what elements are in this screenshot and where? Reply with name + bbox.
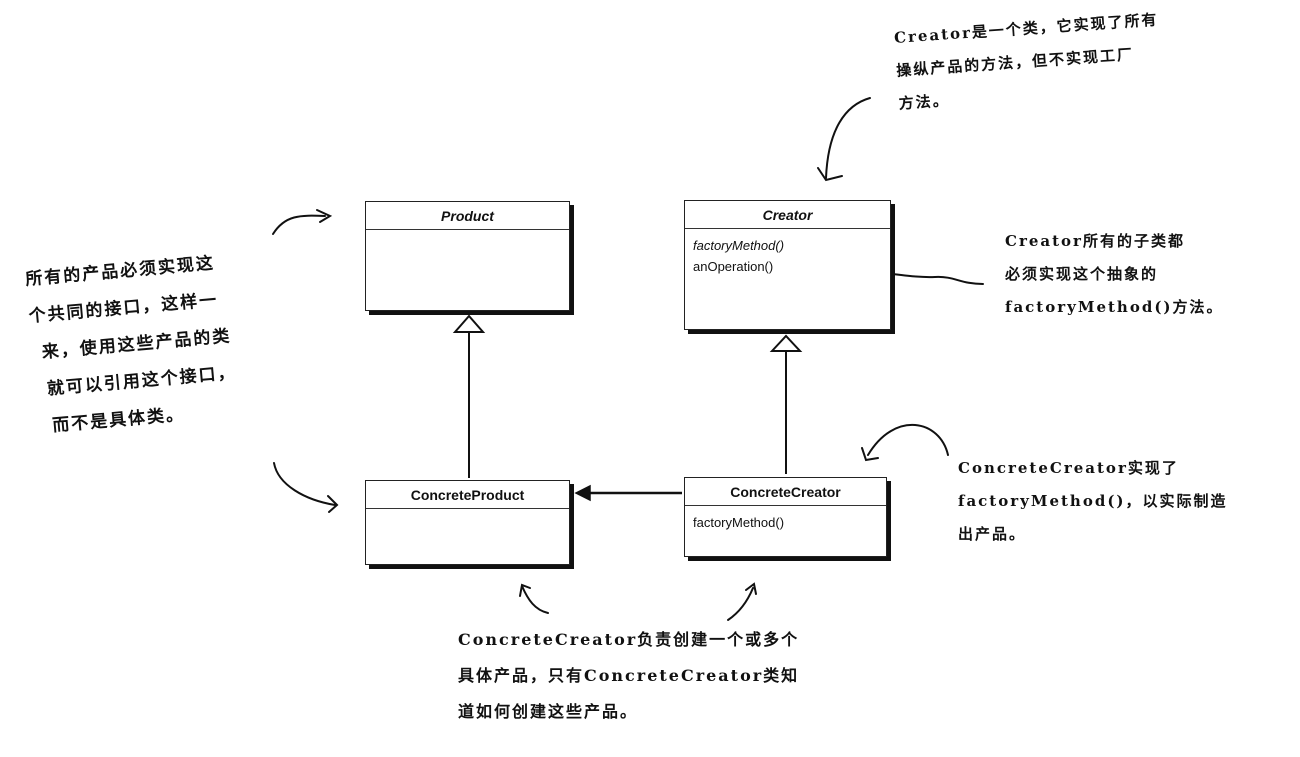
operation-factory-method: factoryMethod() bbox=[693, 515, 785, 530]
note-line: factoryMethod()，以实际制造 bbox=[958, 492, 1228, 510]
class-concrete-creator-body: factoryMethod() bbox=[685, 506, 886, 539]
dependency-arrow bbox=[574, 484, 682, 502]
class-concrete-creator: ConcreteCreator factoryMethod() bbox=[684, 477, 887, 557]
note-bottom: ConcreteCreator负责创建一个或多个 具体产品，只有Concrete… bbox=[458, 622, 799, 730]
class-concrete-product-name: ConcreteProduct bbox=[366, 481, 569, 509]
note-creator: Creator是一个类，它实现了所有 操纵产品的方法，但不实现工厂 方法。 bbox=[893, 4, 1164, 121]
class-creator-name: Creator bbox=[685, 201, 890, 229]
class-product-body bbox=[366, 230, 569, 242]
annotation-arrow-concrete-product bbox=[273, 462, 339, 513]
class-concrete-creator-name: ConcreteCreator bbox=[685, 478, 886, 506]
note-line: ConcreteCreator负责创建一个或多个 bbox=[458, 630, 800, 649]
inheritance-arrow-product bbox=[452, 314, 486, 478]
inheritance-arrow-creator bbox=[769, 334, 803, 474]
note-line: ConcreteCreator实现了 bbox=[958, 459, 1179, 477]
class-concrete-product-body bbox=[366, 509, 569, 521]
note-line: factoryMethod()方法。 bbox=[1005, 298, 1224, 316]
class-creator: Creator factoryMethod() anOperation() bbox=[684, 200, 891, 330]
note-line: 必须实现这个抽象的 bbox=[1005, 265, 1159, 283]
note-line: Creator所有的子类都 bbox=[1005, 232, 1185, 250]
note-line: 出产品。 bbox=[958, 525, 1027, 543]
class-product-name: Product bbox=[366, 202, 569, 230]
annotation-arrow-bottom-left bbox=[519, 583, 549, 614]
operation-an-operation: anOperation() bbox=[693, 259, 774, 274]
note-line: 具体产品，只有ConcreteCreator类知 bbox=[458, 666, 800, 685]
note-concrete-creator: ConcreteCreator实现了 factoryMethod()，以实际制造… bbox=[958, 452, 1228, 551]
note-line: 道如何创建这些产品。 bbox=[458, 702, 639, 721]
annotation-arrow-creator bbox=[817, 97, 871, 182]
annotation-arrow-concrete-creator bbox=[861, 424, 949, 462]
class-concrete-product: ConcreteProduct bbox=[365, 480, 570, 565]
annotation-arrow-product bbox=[272, 209, 333, 235]
note-product: 所有的产品必须实现这 个共同的接口，这样一 来，使用这些产品的类 就可以引用这个… bbox=[24, 244, 241, 446]
note-factory-method: Creator所有的子类都 必须实现这个抽象的 factoryMethod()方… bbox=[1005, 225, 1224, 324]
operation-factory-method: factoryMethod() bbox=[693, 238, 785, 253]
annotation-arrow-bottom-right bbox=[727, 582, 757, 621]
class-product: Product bbox=[365, 201, 570, 311]
class-creator-body: factoryMethod() anOperation() bbox=[685, 229, 890, 283]
